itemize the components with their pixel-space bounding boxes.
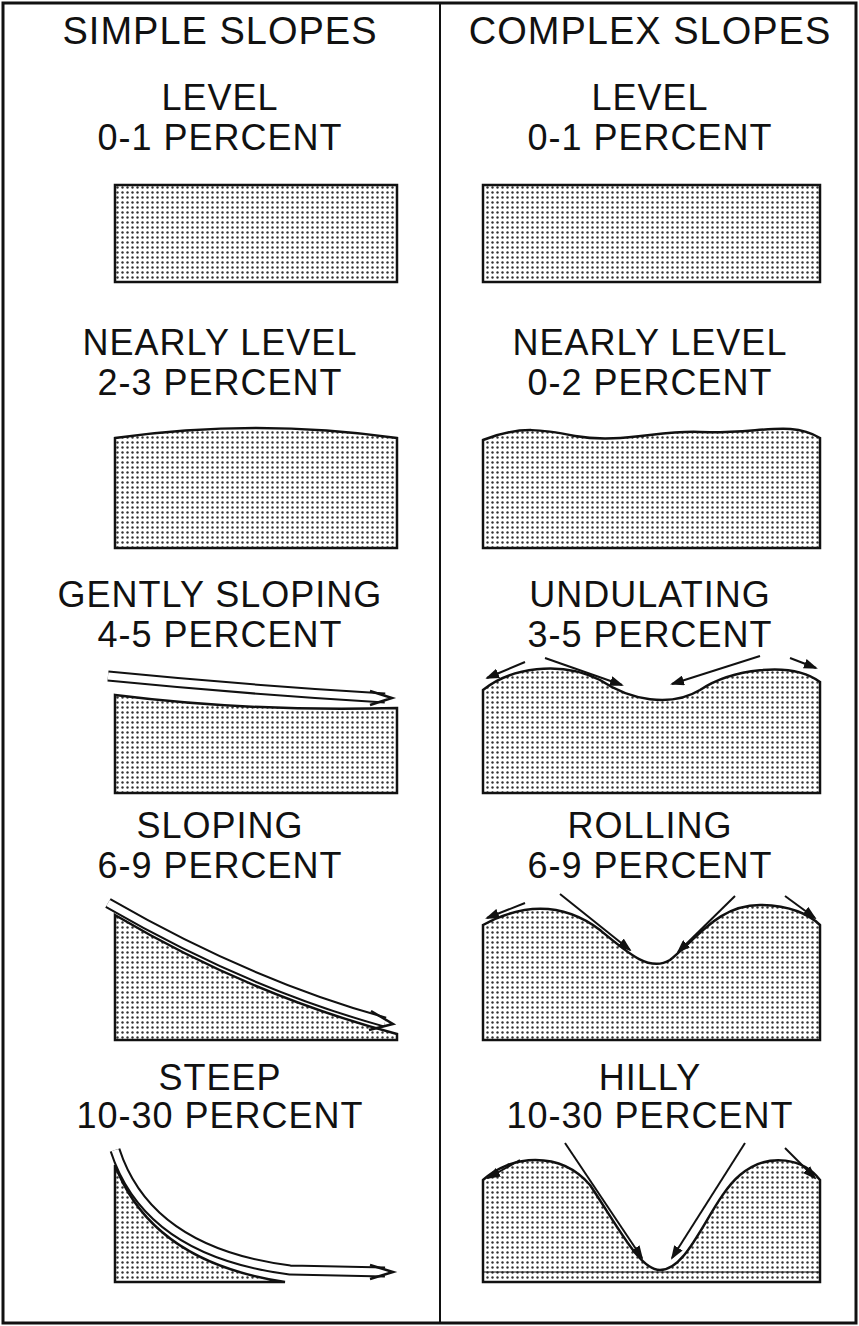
flow-band [108,676,385,698]
slope-range: 0-1 PERCENT [527,120,772,156]
flow-band [108,903,385,1022]
rolling-block [483,905,820,1040]
slope-class: SLOPING [136,808,303,844]
runoff-arrow [790,658,816,668]
flow-band [115,1150,385,1272]
runoff-arrow [487,903,525,918]
runoff-arrow [560,894,630,950]
arrow-head [370,1265,393,1279]
undulating-block [483,669,820,793]
slope-class: UNDULATING [529,577,770,613]
nearly-level-block [483,429,820,548]
slope-class: STEEP [158,1060,281,1096]
flow-band [108,903,385,1022]
flow-band [108,676,385,698]
base-line [483,1272,820,1273]
arrow-head [369,1011,393,1030]
runoff-arrow [565,1143,642,1258]
slope-range: 6-9 PERCENT [97,848,342,884]
slope-range: 6-9 PERCENT [527,848,772,884]
runoff-arrow [487,662,525,678]
slope-range: 10-30 PERCENT [506,1098,793,1134]
slope-class: LEVEL [591,80,708,116]
slope-class: NEARLY LEVEL [83,325,358,361]
runoff-arrow [488,1160,520,1178]
frame [3,3,856,1323]
slope-range: 3-5 PERCENT [527,617,772,653]
runoff-arrow [545,658,622,685]
slope-range: 4-5 PERCENT [97,617,342,653]
flow-band [115,1150,385,1272]
arrow-head [370,691,392,705]
slope-range: 2-3 PERCENT [97,365,342,401]
level-block [115,185,397,282]
level-block [483,185,820,282]
slope-class: HILLY [599,1060,701,1096]
slope-class: GENTLY SLOPING [58,577,383,613]
slope-class: LEVEL [161,80,278,116]
runoff-arrow [785,896,815,918]
slope-range: 0-1 PERCENT [97,120,342,156]
slope-range: 10-30 PERCENT [76,1098,363,1134]
runoff-arrow [785,1148,815,1178]
slope-class: NEARLY LEVEL [513,325,788,361]
slope-range: 0-2 PERCENT [527,365,772,401]
runoff-arrow [672,1143,745,1258]
column-heading: COMPLEX SLOPES [469,12,831,50]
hilly-block [483,1160,820,1282]
runoff-arrow [672,656,760,684]
nearly-level-block [115,428,397,548]
column-divider [439,3,441,1323]
gently-sloping-block [115,695,397,793]
slope-class: ROLLING [567,808,732,844]
runoff-arrow [678,896,735,952]
column-heading: SIMPLE SLOPES [62,12,377,50]
